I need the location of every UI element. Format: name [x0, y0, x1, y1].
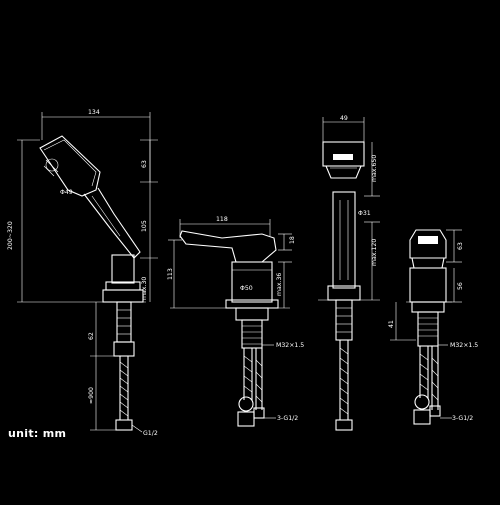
- dim-max120: max.120: [371, 239, 378, 266]
- spout-view: 49 Φ31 max.650 max.120: [318, 115, 380, 431]
- dim-63-shower: 63: [141, 160, 148, 168]
- thread-g12: G1/2: [143, 430, 158, 437]
- dim-41: 41: [388, 320, 395, 328]
- dim-49: 49: [340, 115, 348, 122]
- dim-18: 18: [289, 236, 296, 244]
- dim-200-320: 200~320: [7, 221, 14, 250]
- mixer-conn: 3-G1/2: [277, 415, 298, 422]
- dim-56: 56: [457, 282, 464, 290]
- dim-hose-900: ≈900: [88, 387, 95, 404]
- unit-label: unit: mm: [8, 427, 66, 440]
- diverter-conn: 3-G1/2: [452, 415, 473, 422]
- dim-max650: max.650: [371, 155, 378, 182]
- dim-134: 134: [88, 109, 100, 116]
- diverter-view: 63 56 41 M32×1.5 3-G1/2: [388, 229, 478, 425]
- dim-max30-shower: max.30: [141, 277, 148, 300]
- dim-phi31: Φ31: [358, 210, 371, 217]
- diverter-thread-m32: M32×1.5: [450, 342, 478, 349]
- mixer-thread-m32: M32×1.5: [276, 342, 304, 349]
- dim-phi50: Φ50: [240, 285, 253, 292]
- dim-62: 62: [88, 332, 95, 340]
- dim-max36: max.36: [276, 273, 283, 296]
- mixer-view: 118 Φ50 18 max.36 113 M32×1.5: [167, 216, 304, 427]
- dim-118: 118: [216, 216, 228, 223]
- dim-phi49: Φ49: [60, 189, 73, 196]
- dim-105: 105: [141, 220, 148, 232]
- dim-63-diverter: 63: [457, 242, 464, 250]
- dim-113: 113: [167, 268, 174, 280]
- hand-shower-view: 134 200~320 63 105 max.30 Φ49: [7, 109, 158, 437]
